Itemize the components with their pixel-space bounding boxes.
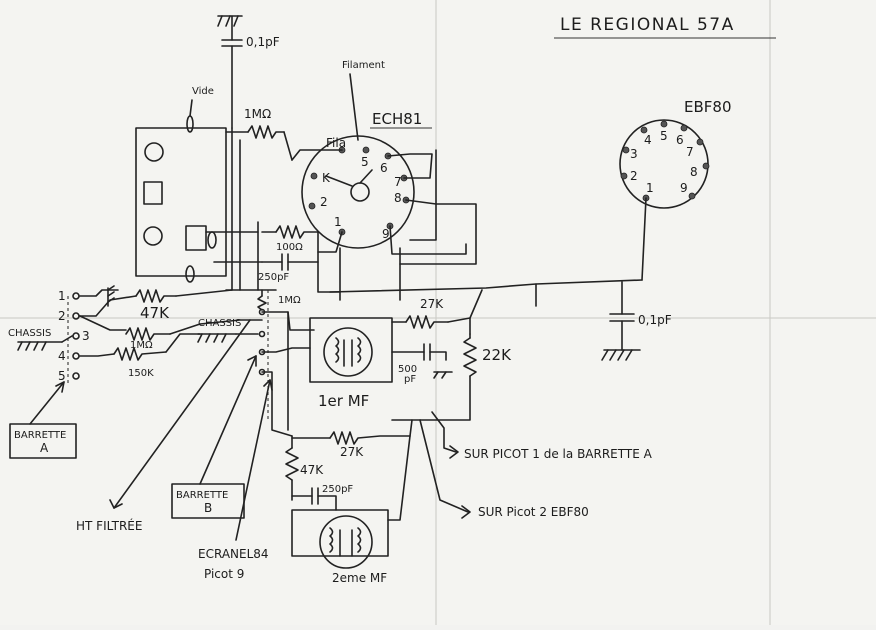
barrette-a-label-1: BARRETTE: [14, 430, 66, 441]
vide-terminal: [186, 115, 194, 133]
ech81-pin-1: 1: [334, 215, 342, 229]
res-100-ohm-label: 100Ω: [276, 242, 303, 253]
terminal-strip-a: [67, 292, 80, 384]
ech81-pin-7: 7: [394, 175, 402, 189]
barrette-a-tag: [9, 381, 77, 459]
ech81-pin-k: K: [322, 171, 331, 185]
filament-lead: [349, 73, 359, 141]
ebf80-pin-8: 8: [690, 165, 698, 179]
ebf80-name: EBF80: [684, 98, 731, 116]
arrow-ht-filtree: [109, 319, 251, 509]
ebf80-pin1-lead: [641, 197, 647, 281]
strip-pin-4: 4: [58, 349, 66, 363]
res-150k: [79, 333, 201, 361]
cap-500-label: 500: [398, 364, 417, 375]
cap-250pf-lower-label: 250pF: [322, 484, 353, 495]
res-1m-top-label: 1MΩ: [244, 107, 271, 121]
res-47k-lower-label: 47K: [300, 463, 324, 477]
res-27k-lower-label: 27K: [340, 445, 364, 459]
ht-filtree-label: HT FILTRÉE: [76, 518, 142, 533]
ebf80-pin-3: 3: [630, 147, 638, 161]
mf1-transformer: [309, 317, 393, 383]
schematic-title: LE REGIONAL 57A: [560, 15, 735, 35]
filament-label: Filament: [342, 60, 385, 71]
sur-picot2-label: SUR Picot 2 EBF80: [478, 505, 589, 519]
ecran-label-1: ECRANEL84: [198, 547, 269, 561]
chassis-left-label: CHASSIS: [8, 328, 51, 339]
barrette-a-label-2: A: [40, 441, 49, 455]
ecran-label-2: Picot 9: [204, 567, 244, 581]
cap-0-1pf-top: [221, 39, 243, 129]
arrow-ecran-el84: [235, 379, 273, 541]
mf2-label: 2eme MF: [332, 571, 387, 585]
res-47k-left-label: 47K: [140, 304, 170, 322]
ebf80-pin-4: 4: [644, 133, 652, 147]
ebf80-pin-1: 1: [646, 181, 654, 195]
cap-250pf-lower: [291, 487, 337, 511]
ech81-pin-8: 8: [394, 191, 402, 205]
strip-pin-2: 2: [58, 309, 66, 323]
res-47k-left: [79, 289, 233, 317]
cap-0-1pf-ebf-label: 0,1pF: [638, 313, 672, 327]
chassis-mid-label: CHASSIS: [198, 318, 241, 329]
mf2-transformer: [291, 509, 389, 569]
strip-pin-5: 5: [58, 369, 66, 383]
res-27k-lower: [291, 431, 411, 445]
res-22k: [391, 333, 477, 421]
ebf80-pin-9: 9: [680, 181, 688, 195]
cap-0-1pf-ebf: [601, 281, 641, 361]
res-1m-mid-label: 1MΩ: [278, 295, 301, 306]
cap-0-1pf-top-label: 0,1pF: [246, 35, 280, 49]
ebf80-pin-7: 7: [686, 145, 694, 159]
res-22k-label: 22K: [482, 346, 512, 364]
res-1m-mid: [257, 289, 267, 311]
cap-500-unit-label: pF: [404, 374, 416, 385]
strip-pin-3: 3: [82, 329, 90, 343]
res-1m-left-label: 1MΩ: [130, 340, 153, 351]
vide-label: Vide: [192, 86, 214, 97]
res-1m-top: [225, 125, 293, 161]
ech81-pin-9: 9: [382, 227, 390, 241]
res-1m-left: [79, 315, 263, 341]
ech81-pin-5: 5: [361, 155, 369, 169]
arrow-sur-picot1: [431, 411, 459, 459]
sur-picot1-label: SUR PICOT 1 de la BARRETTE A: [464, 447, 653, 461]
ebf80-tube: [619, 119, 710, 209]
barrette-b-label-1: BARRETTE: [176, 490, 228, 501]
cap-500pf: [391, 343, 453, 379]
antenna-symbol: [217, 15, 243, 41]
vide-arrow: [189, 99, 193, 117]
res-47k-lower: [285, 435, 299, 501]
barrette-b-label-2: B: [204, 501, 212, 515]
res-150k-label: 150K: [128, 368, 154, 379]
ground-47k: [107, 285, 115, 307]
ebf80-pin-6: 6: [676, 133, 684, 147]
res-27k-upper-label: 27K: [420, 297, 444, 311]
cap-250pf: [261, 253, 319, 271]
strip-pin-1: 1: [58, 289, 66, 303]
res-100-ohm: [261, 225, 319, 239]
terminal-strip-b: [258, 290, 269, 420]
chassis-left-ground: [17, 335, 73, 351]
mf1-label: 1er MF: [318, 392, 369, 410]
ebf80-pin-2: 2: [630, 169, 638, 183]
arrow-sur-picot2: [419, 419, 471, 519]
ech81-pin-2: 2: [320, 195, 328, 209]
cap-250pf-label: 250pF: [258, 272, 289, 283]
chassis-mid-ground: [197, 333, 259, 343]
coil-board: [135, 127, 227, 283]
ech81-pin-6: 6: [380, 161, 388, 175]
ech81-pin-fila: Fila: [326, 136, 346, 150]
ebf80-pin-5: 5: [660, 129, 668, 143]
res-27k-upper: [391, 289, 483, 335]
ech81-name: ECH81: [372, 110, 422, 128]
